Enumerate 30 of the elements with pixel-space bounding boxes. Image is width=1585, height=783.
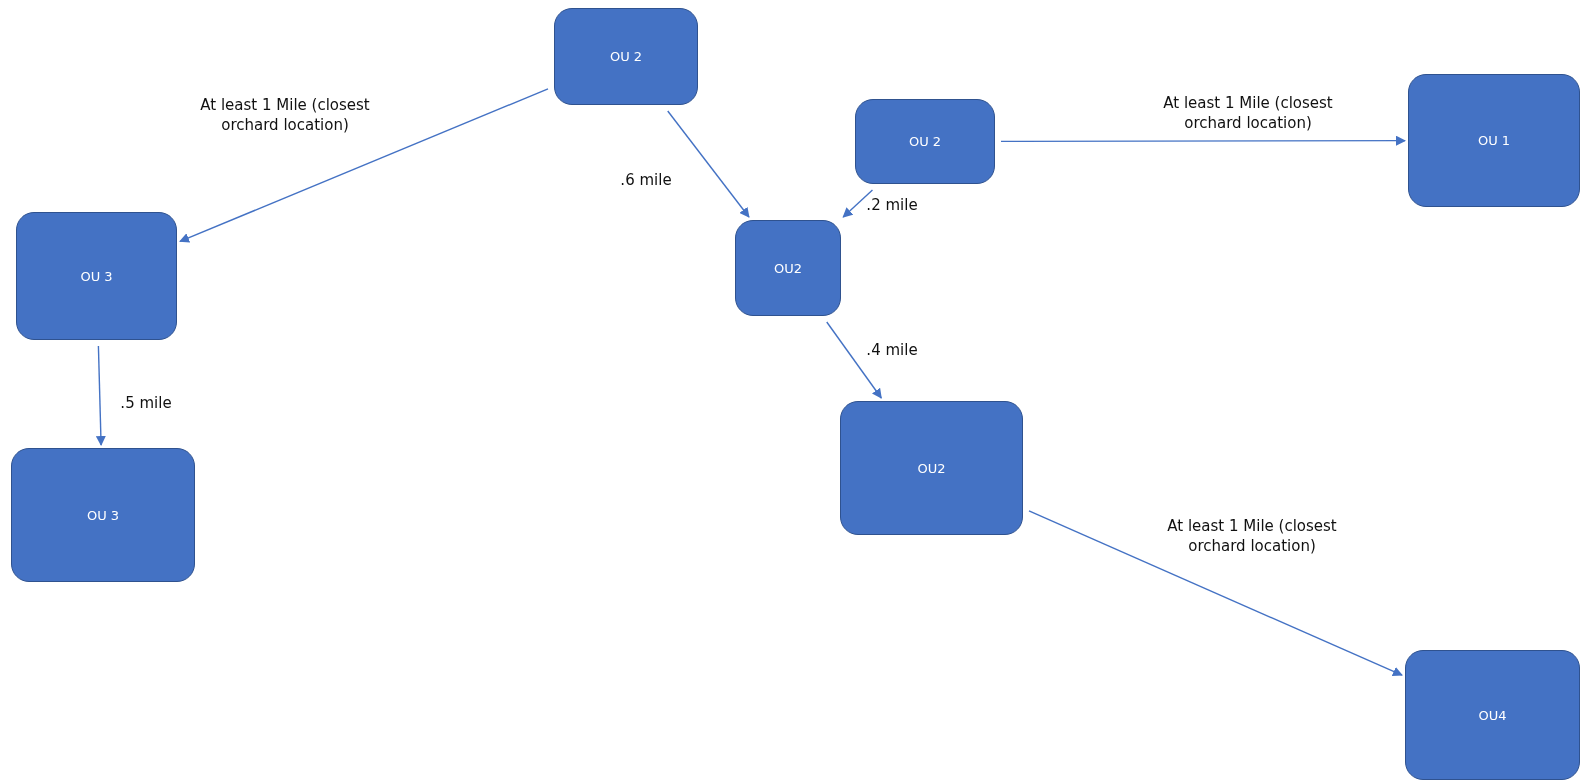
- edge-label: .2 mile: [866, 194, 918, 216]
- process-box: [16, 212, 177, 340]
- edge-label: At least 1 Mile (closest orchard location): [199, 94, 371, 136]
- node-label: OU4: [1478, 707, 1507, 723]
- node-label: OU 3: [86, 507, 120, 523]
- edge-label: .4 mile: [866, 339, 918, 361]
- edge-label: .5 mile: [120, 392, 172, 414]
- node-label: OU 3: [80, 268, 113, 284]
- process-box: [1408, 74, 1580, 207]
- process-box: [855, 99, 995, 184]
- process-box: [840, 401, 1023, 535]
- edge-label: .6 mile: [620, 169, 672, 191]
- edge-label: At least 1 Mile (closest orchard location): [1162, 92, 1334, 134]
- node-label: OU2: [774, 260, 802, 276]
- arrow: [179, 88, 549, 243]
- edge-label: At least 1 Mile (closest orchard location): [1166, 515, 1338, 557]
- node-label: OU 1: [1477, 133, 1511, 148]
- process-box: [554, 8, 698, 105]
- node-label: OU2: [917, 460, 946, 476]
- process-box: [735, 220, 841, 316]
- arrow: [95, 345, 106, 446]
- arrow: [1000, 135, 1406, 146]
- process-box: [11, 448, 195, 582]
- arrow: [826, 321, 882, 399]
- node-label: OU 2: [908, 134, 942, 149]
- arrow: [667, 110, 750, 218]
- process-box: [1405, 650, 1580, 780]
- arrow: [1028, 510, 1403, 677]
- node-label: OU 2: [609, 49, 643, 64]
- arrow: [842, 189, 874, 218]
